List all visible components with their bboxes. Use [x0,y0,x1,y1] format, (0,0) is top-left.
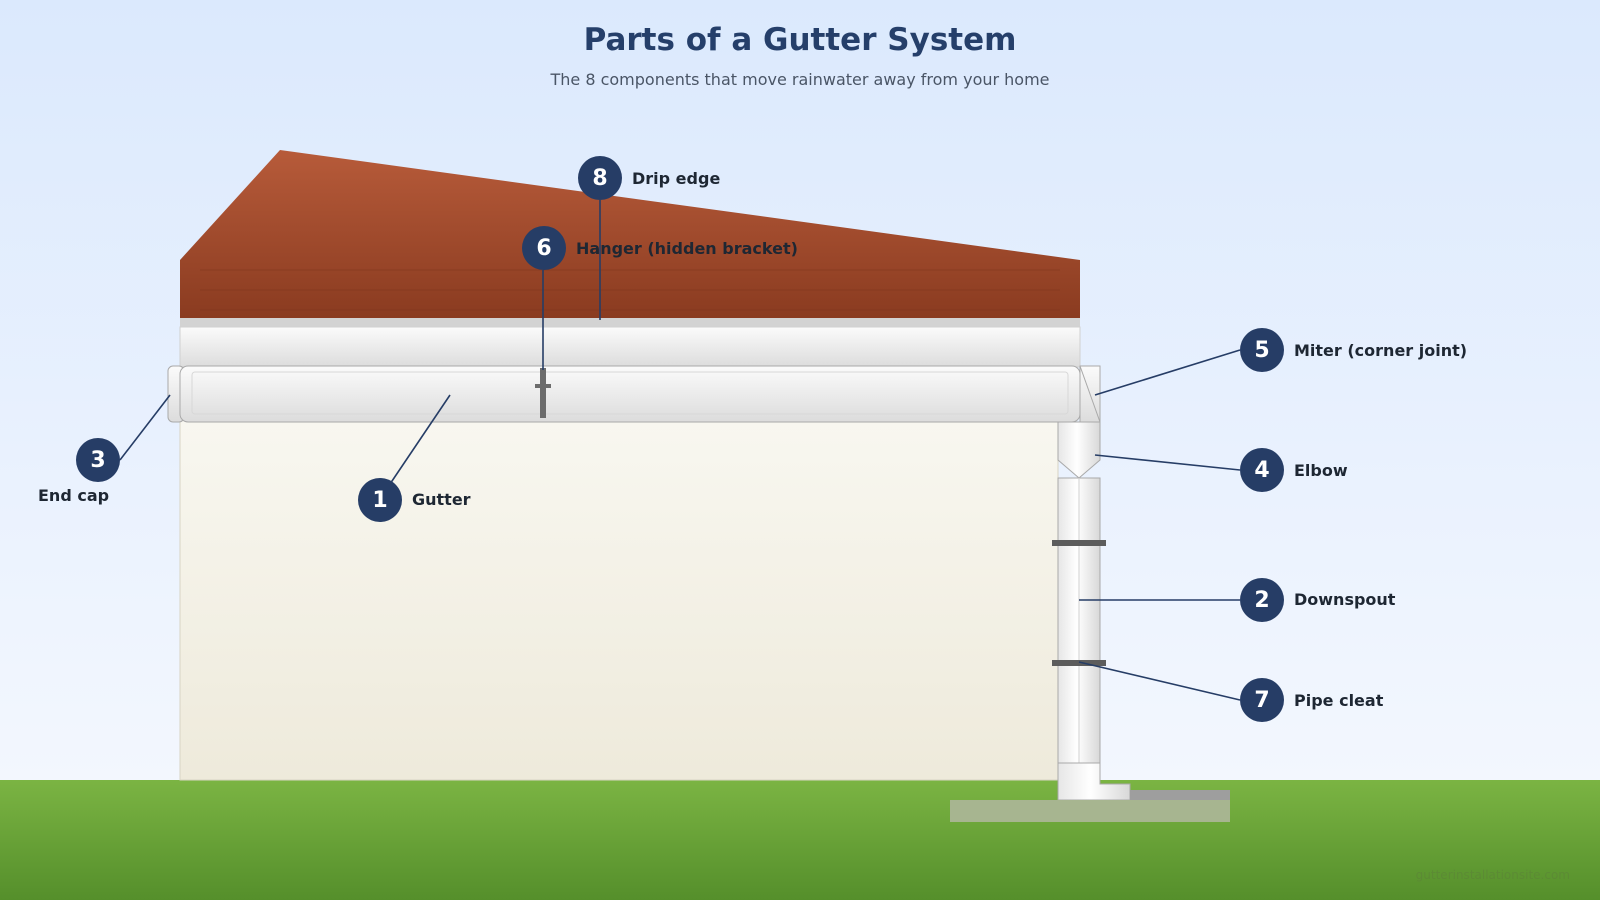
callout-badge-elbow: 4 [1240,448,1284,492]
callout-badge-end-cap: 3 [76,438,120,482]
roof-shingle-lines [200,269,1060,311]
drip-edge-strip [180,318,1080,327]
fascia-board [179,326,1081,368]
roof [180,150,1080,318]
house-wall [179,419,1059,781]
callout-label-gutter: Gutter [412,490,471,509]
callout-badge-downspout: 2 [1240,578,1284,622]
callout-badge-gutter: 1 [358,478,402,522]
leader-lines [119,200,1241,701]
hanger-bracket [540,368,546,418]
gutter-inner-panel [191,371,1069,415]
page-title: Parts of a Gutter System [583,22,1017,58]
callout-label-elbow: Elbow [1294,461,1348,480]
callout-badge-hanger: 6 [522,226,566,270]
page-subtitle: The 8 components that move rainwater awa… [550,70,1050,89]
callout-label-pipe-cleat: Pipe cleat [1294,691,1384,710]
splash-block [950,800,1230,822]
callout-badge-miter: 5 [1240,328,1284,372]
callout-badge-pipe-cleat: 7 [1240,678,1284,722]
callout-label-hanger: Hanger (hidden bracket) [576,239,798,258]
callout-label-miter: Miter (corner joint) [1294,341,1468,360]
miter-seam [1079,365,1101,423]
ground-grass [0,780,1600,900]
callout-badge-drip-edge: 8 [578,156,622,200]
hanger-bracket-crossbar [535,384,551,388]
callout-label-end-cap: End cap [38,486,110,505]
pipe-cleat-lower [1052,660,1106,666]
leader-gutter [389,394,451,485]
leader-elbow [1094,454,1241,471]
leader-miter [1094,349,1241,396]
watermark: gutterinstallationsite.com [1415,868,1570,882]
leader-pipe-cleat [1078,661,1241,701]
elbow [1057,421,1101,479]
callout-label-drip-edge: Drip edge [632,169,721,188]
pipe-cleat-upper [1052,540,1106,546]
leader-end-cap [119,394,171,461]
callout-label-downspout: Downspout [1294,590,1396,609]
